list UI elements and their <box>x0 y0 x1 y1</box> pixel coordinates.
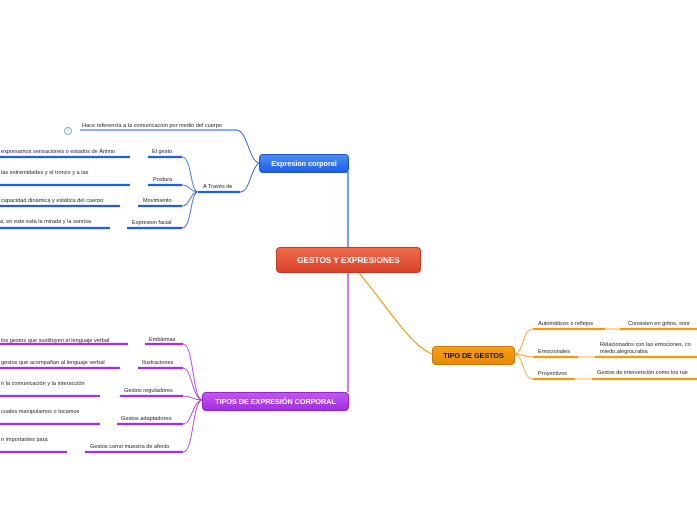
detail-movimiento: capacidad dinámica y estática del cuerpo <box>1 198 104 204</box>
branch-gestos-reguladores[interactable]: Gestos reguladores <box>124 388 173 394</box>
tipo-gestos-node[interactable]: TIPO DE GESTOS <box>432 346 515 365</box>
detail-emblemas: los gestos que sustituyen el lenguaje ve… <box>1 338 110 344</box>
detail-automaticos: Consisten en gritos, sonr <box>628 321 690 327</box>
connector-central-tipogestos <box>358 272 433 355</box>
connector-expresion-atraves <box>198 162 260 193</box>
expresion-corporal-label: Expresion corporal <box>271 159 337 168</box>
expresion-corporal-node[interactable]: Expresion corporal <box>259 154 349 173</box>
tipos-expresion-label: TIPOS DE EXPRESIÓN CORPORAL <box>215 397 336 406</box>
a-traves-label[interactable]: A Través de <box>203 184 233 190</box>
branch-emblemas[interactable]: Emblemas <box>149 337 176 343</box>
central-topic-label: GESTOS Y EXPRESIONES <box>297 255 400 265</box>
branch-proyectivos[interactable]: Proyectivos <box>538 371 567 377</box>
branch-gestos-adaptadores[interactable]: Gestos adaptadores <box>121 416 172 422</box>
detail-emocionales: Relacionados con las emociones, co <box>600 342 691 348</box>
detail-proyectivos: Gestos de intervención como los rue <box>597 370 688 376</box>
detail-gestos-reguladores: n la comunicación y la interacción <box>1 381 85 387</box>
connector-expresion-definition <box>80 129 260 164</box>
detail-expresion-facial: a, en este esta la mirada y la sonrisa <box>0 219 92 225</box>
branch-emocionales[interactable]: Emocionales <box>538 349 571 355</box>
detail-postura: las extremidades y el tronco y a las <box>1 170 89 176</box>
detail-gestos-afecto: n importantes para <box>1 437 48 443</box>
detail-el-gesto: expresamos sensaciones o estados de Ánim… <box>1 149 116 155</box>
tipos-expresion-node[interactable]: TIPOS DE EXPRESIÓN CORPORAL <box>202 392 349 411</box>
detail-ilustraciones: gestos que acompañan al lenguaje verbal <box>1 360 105 366</box>
info-icon[interactable]: i <box>64 127 72 135</box>
branch-el-gesto[interactable]: El gesto <box>152 149 173 155</box>
detail-emocionales-line2: miedo,alegria,rabia <box>600 349 648 355</box>
detail-gestos-adaptadores: cuales manipulamos o tocamos <box>1 409 80 415</box>
branch-movimiento[interactable]: Movimiento <box>143 198 172 204</box>
branch-gestos-afecto[interactable]: Gestos como muestra de afecto <box>90 444 170 450</box>
definition-text: Hace referencia a la comunicacion por me… <box>82 123 222 129</box>
branch-expresion-facial[interactable]: Expresion facial <box>132 220 172 226</box>
branch-ilustraciones[interactable]: Ilustraciones <box>142 360 174 366</box>
tipo-gestos-label: TIPO DE GESTOS <box>443 351 504 360</box>
branch-postura[interactable]: Postura <box>153 177 173 183</box>
central-topic[interactable]: GESTOS Y EXPRESIONES <box>276 247 421 273</box>
branch-automaticos[interactable]: Automáticos o reflejos <box>538 321 594 327</box>
